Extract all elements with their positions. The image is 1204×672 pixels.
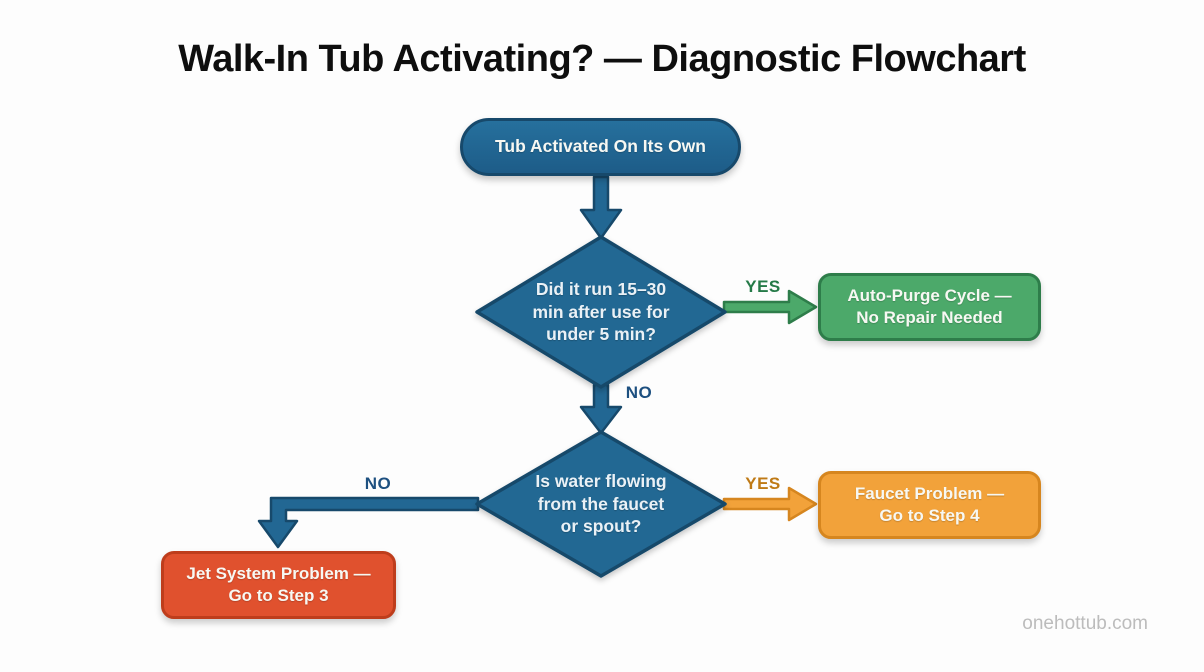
node-decision1-label: Did it run 15–30 min after use for under… <box>481 267 721 357</box>
decision1-line: min after use for <box>532 301 670 322</box>
node-decision2-label: Is water flowing from the faucet or spou… <box>481 462 721 546</box>
jet-line: Jet System Problem — <box>186 563 371 583</box>
arrow-decision1-yes <box>722 289 818 325</box>
decision2-diamond <box>475 430 727 578</box>
edge-label-decision2-yes: YES <box>745 474 781 493</box>
faucet-line: Faucet Problem — <box>854 483 1005 503</box>
decision1-diamond <box>475 235 727 389</box>
decision2-line: from the faucet <box>537 493 665 514</box>
arrow-decision2-no <box>257 496 480 549</box>
decision2-line: or spout? <box>560 516 642 537</box>
decision1-line: under 5 min? <box>546 324 656 345</box>
edge-label-decision2-no: NO <box>364 474 392 493</box>
decision1-line: Did it run 15–30 <box>535 278 667 299</box>
faucet-line: Go to Step 4 <box>879 506 980 525</box>
page-title: Walk-In Tub Activating? — Diagnostic Flo… <box>178 38 1026 80</box>
start-label: Tub Activated On Its Own <box>495 136 706 157</box>
node-outcome-faucet: Faucet Problem — Go to Step 4 <box>818 471 1041 539</box>
arrow-decision2-yes <box>722 486 818 522</box>
arrow-start-to-decision1 <box>579 175 623 240</box>
auto-purge-line: Auto-Purge Cycle — <box>847 285 1012 305</box>
node-start: Tub Activated On Its Own <box>460 118 741 176</box>
arrow-decision1-no <box>579 383 623 435</box>
auto-purge-line: No Repair Needed <box>856 308 1003 327</box>
edge-label-decision1-no: NO <box>625 383 653 402</box>
node-outcome-jet: Jet System Problem — Go to Step 3 <box>161 551 396 619</box>
node-outcome-auto-purge: Auto-Purge Cycle — No Repair Needed <box>818 273 1041 341</box>
jet-line: Go to Step 3 <box>228 586 329 605</box>
watermark: onehottub.com <box>1022 613 1148 634</box>
decision2-line: Is water flowing <box>535 470 667 491</box>
edge-label-decision1-yes: YES <box>745 277 781 296</box>
